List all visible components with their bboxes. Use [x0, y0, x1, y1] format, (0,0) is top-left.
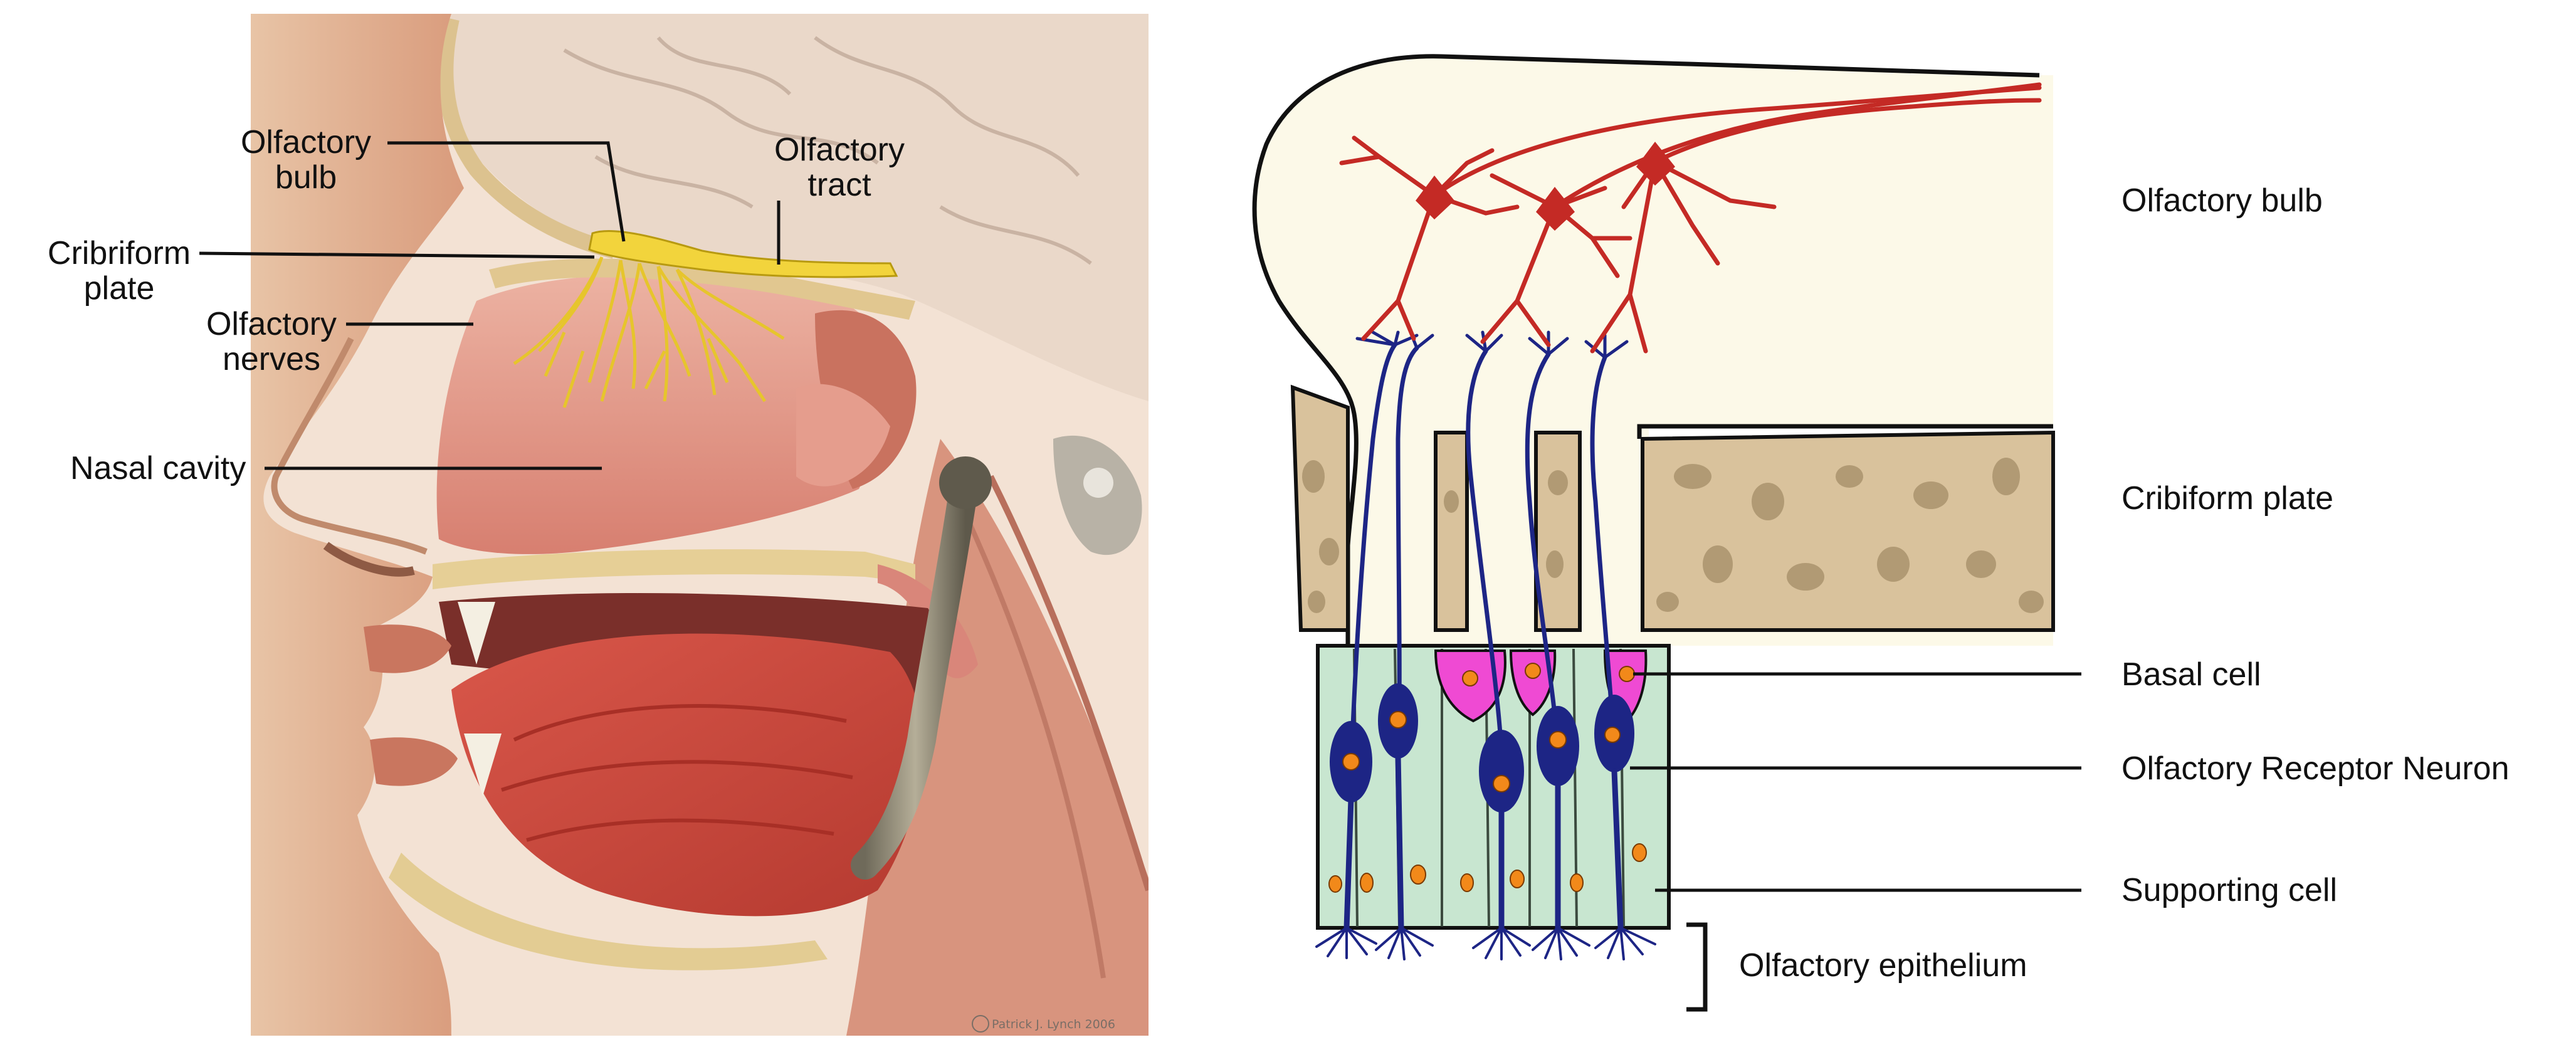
mitral-cell	[1536, 187, 1575, 231]
bulb-lower-edge	[1637, 424, 2053, 439]
cilia	[1315, 927, 1656, 960]
label-cribriform-plate-line1: Cribriform	[48, 235, 191, 271]
label-olfactory-tract-line1: Olfactory	[774, 132, 905, 168]
label-olfactory-nerves-line2: nerves	[223, 341, 320, 377]
nasopharynx	[796, 384, 890, 486]
lower-lip	[370, 737, 458, 786]
receptor-neuron-axons	[1348, 342, 1617, 774]
label-supporting-cell: Supporting cell	[2121, 872, 2337, 908]
mandible	[389, 853, 828, 970]
label-olfactory-nerves-line1: Olfactory	[206, 306, 337, 342]
upper-lip	[364, 624, 451, 673]
head-section-illustration: Patrick J. Lynch 2006	[251, 14, 1149, 1036]
mitral-cell-processes	[1339, 82, 2042, 354]
brain-gyri	[563, 36, 1092, 265]
epithelium-bracket	[1686, 922, 1708, 1012]
tongue-muscle-fibres	[501, 704, 853, 842]
tongue	[451, 633, 922, 917]
left-labels: Olfactory bulb Olfactory tract Cribrifor…	[48, 124, 905, 486]
face-profile	[251, 14, 464, 1036]
mitral-cell-bodies	[1416, 142, 1675, 231]
label-cribriform-plate-line2: plate	[84, 270, 155, 307]
leader-olfactory-bulb	[387, 141, 626, 242]
copyright-icon	[972, 1015, 989, 1033]
nostril	[323, 542, 415, 577]
bone-block-4	[1641, 430, 2055, 632]
ear-canal	[1083, 468, 1113, 498]
neck-muscle-fibre	[987, 475, 1149, 891]
label-nasal-cavity: Nasal cavity	[70, 450, 246, 486]
label-olfactory-bulb: Olfactory bulb	[2121, 182, 2323, 219]
mitral-cell	[1636, 142, 1675, 186]
label-olfactory-receptor-neuron: Olfactory Receptor Neuron	[2121, 750, 2510, 787]
olfactory-schematic	[1252, 54, 2055, 1012]
bone-block-1	[1290, 384, 1350, 632]
axon-terminal-branches	[1355, 330, 1629, 359]
bone-block-3	[1534, 431, 1582, 632]
endoscope-tip	[939, 456, 992, 509]
label-olfactory-tract-line2: tract	[807, 167, 871, 203]
label-cribriform-plate: Cribiform plate	[2121, 480, 2333, 517]
cell-nuclei	[1328, 663, 1647, 893]
right-leader-lines	[1630, 672, 2081, 892]
label-olfactory-bulb-line1: Olfactory	[241, 124, 371, 160]
skull-bone	[437, 17, 617, 259]
neck-muscle-fibre	[963, 513, 1106, 979]
nasal-cavity	[436, 274, 894, 554]
bulb-outline	[1252, 54, 2040, 646]
label-olfactory-epithelium: Olfactory epithelium	[1739, 947, 2027, 984]
illustration-credit: Patrick J. Lynch 2006	[992, 1018, 1115, 1031]
endoscope-tube	[851, 462, 980, 880]
lower-incisor	[464, 734, 502, 796]
olfactory-nerves	[513, 256, 785, 408]
label-olfactory-bulb-line2: bulb	[275, 159, 337, 196]
leader-cribriform-plate	[199, 251, 595, 259]
label-basal-cell: Basal cell	[2121, 656, 2261, 693]
receptor-neuron	[1479, 730, 1524, 812]
cribriform-plate-bone	[1290, 384, 2055, 632]
receptor-neuron-dendrites	[1343, 752, 1624, 931]
bone-spots	[1302, 458, 2044, 613]
olfactory-bulb-tract	[588, 229, 898, 278]
basal-cell	[1509, 649, 1557, 717]
brain	[446, 14, 1149, 401]
hard-palate	[433, 549, 915, 589]
mitral-cell	[1416, 176, 1454, 219]
right-labels: Olfactory bulb Cribiform plate Basal cel…	[1739, 182, 2510, 984]
upper-incisor	[458, 602, 495, 665]
left-leader-lines	[199, 141, 781, 470]
nose-contour	[271, 337, 428, 555]
bone-block-2	[1434, 431, 1469, 632]
